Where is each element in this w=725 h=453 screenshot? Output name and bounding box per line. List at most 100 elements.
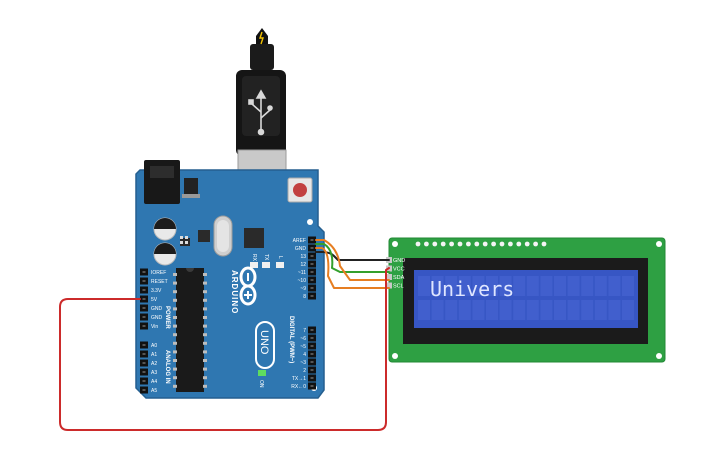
lcd-pin-scl[interactable] [386, 282, 392, 289]
lcd-pad [508, 241, 513, 247]
chip-pin [203, 316, 207, 319]
lcd-char-cell [622, 300, 634, 320]
pin-label: RESET [151, 279, 168, 285]
uno-badge: UNO [255, 321, 275, 369]
wires [59, 239, 390, 431]
lcd-pad [415, 241, 421, 247]
on-led [258, 370, 266, 376]
lcd-pad [499, 241, 505, 247]
lcd-char-cell [486, 300, 498, 320]
arduino-logo [239, 266, 257, 306]
lcd-char-cell [554, 276, 566, 296]
pin-label: ~3 [300, 360, 306, 366]
lcd-char-cell [431, 276, 444, 296]
lcd-pad [524, 241, 530, 247]
pin-label: 2 [303, 368, 306, 374]
pin-socket [310, 353, 314, 355]
chip-pin [173, 350, 177, 354]
lcd-char-cell [499, 276, 512, 296]
small-ic [198, 230, 210, 242]
lcd-char-cell [445, 276, 458, 296]
chip-pin [173, 324, 177, 328]
pin-socket [310, 263, 314, 265]
pin-socket [142, 289, 146, 291]
capacitor-2 [153, 242, 177, 266]
lcd-pad [491, 241, 496, 247]
lcd-char-cell [567, 276, 580, 296]
lcd-mount-hole [392, 241, 398, 247]
pin-label: IOREF [151, 270, 166, 276]
pin-label: A1 [151, 352, 157, 358]
chip-pin [173, 307, 177, 311]
lcd-pad [533, 241, 538, 247]
usb-interface-chip [244, 228, 264, 248]
lcd-char-cell [608, 300, 621, 320]
pin-socket [142, 344, 146, 346]
pin-label: 8 [303, 294, 306, 300]
pin-label: GND [151, 315, 163, 321]
lcd-char-cell [594, 276, 607, 296]
lcd-pad [440, 241, 446, 247]
lcd-pad [474, 241, 480, 247]
smd-grid [180, 236, 188, 244]
chip-pin [203, 341, 207, 345]
pin-label: AREF [293, 238, 306, 244]
chip-pin [173, 367, 177, 371]
lcd-char-cell [567, 300, 580, 320]
lcd-char-cell [594, 300, 607, 320]
pin-socket [310, 369, 314, 371]
pin-label: GND [151, 306, 163, 312]
pin-label: Vin [151, 324, 158, 330]
chip-pin [173, 376, 177, 380]
digital-pin-header-bottom [308, 326, 316, 390]
lcd-char-cell [458, 300, 471, 320]
pin-label: 4 [303, 352, 306, 358]
lcd-top-pin-row [415, 241, 547, 247]
digital-pin-header-top [308, 236, 316, 300]
lcd-char-cell [458, 276, 471, 296]
arduino-uno-board[interactable]: RX TX L ARDUINO UNO ON POWER ANALOG IN [135, 160, 325, 399]
pin-label: A5 [151, 388, 157, 394]
chip-pin [203, 298, 207, 302]
pin-socket [310, 239, 314, 241]
chip-pin [203, 281, 207, 285]
pin-label: 12 [300, 262, 306, 268]
wire-gnd [315, 251, 390, 261]
lcd-pad [457, 241, 463, 247]
dc-jack-face [150, 166, 174, 178]
chip-pin [203, 384, 207, 388]
power-header-title: POWER [164, 306, 170, 329]
pin-socket [310, 255, 314, 257]
l-led-label: L [277, 256, 283, 259]
lcd-display-text: Univers [430, 277, 514, 301]
rx-led [250, 262, 258, 268]
chip-pin [173, 281, 177, 285]
pin-label: ~5 [300, 344, 306, 350]
atmega-microcontroller [173, 268, 207, 392]
pin-socket [142, 325, 146, 327]
pin-label: 7 [303, 328, 306, 334]
lcd-pad [432, 241, 438, 247]
analog-header-title: ANALOG IN [164, 350, 170, 384]
chip-pin [173, 359, 177, 362]
chip-pin [203, 290, 207, 294]
lcd-char-cell [581, 300, 594, 320]
lcd-pin-sda[interactable] [386, 274, 392, 280]
on-led-label: ON [258, 380, 264, 388]
chip-pin [203, 350, 207, 354]
lcd-mount-hole [656, 353, 662, 359]
lcd-char-cell [540, 276, 553, 296]
lcd-pad [424, 241, 429, 247]
pin-socket [142, 362, 146, 364]
reset-button-cap[interactable] [293, 183, 307, 197]
tx-led [262, 262, 270, 268]
power-pin-header [140, 268, 148, 330]
l-led [276, 262, 284, 268]
chip-pin [203, 307, 207, 311]
lcd-mount-hole [656, 241, 662, 247]
lcd-char-cell [540, 300, 553, 320]
lcd-char-cell [418, 276, 430, 296]
pin-socket [310, 287, 314, 289]
